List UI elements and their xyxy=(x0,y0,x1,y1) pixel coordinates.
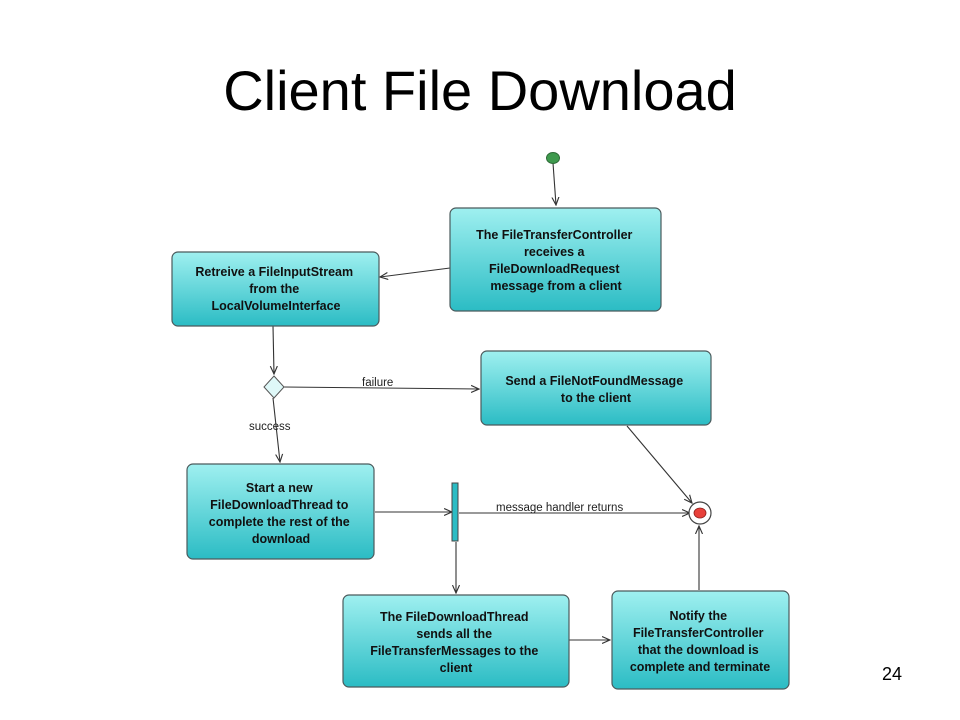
node-retrieve-stream: Retreive a FileInputStream from the Loca… xyxy=(171,251,380,327)
edges xyxy=(272,162,699,640)
svg-text:Send a FileNotFoundMessage: Send a FileNotFoundMessage to the client xyxy=(505,374,686,405)
label-handler-returns: message handler returns xyxy=(496,502,623,514)
edge-decision-failure xyxy=(283,387,479,389)
slide-title: Client File Download xyxy=(223,59,737,122)
node-thread-sends: The FileDownloadThread sends all the Fil… xyxy=(342,594,570,688)
label-failure: failure xyxy=(362,377,393,389)
edge-start-to-controller xyxy=(553,162,556,205)
node-controller-receives: The FileTransferController receives a Fi… xyxy=(449,207,662,312)
svg-text:The FileDownloadThread s: The FileDownloadThread sends all the Fil… xyxy=(370,610,542,675)
svg-text:Notify the FileTransferC: Notify the FileTransferController that t… xyxy=(630,609,770,674)
node-start-thread: Start a new FileDownloadThread to comple… xyxy=(186,463,375,560)
label-success: success xyxy=(249,421,291,433)
svg-text:Retreive a FileInputStream: Retreive a FileInputStream from the Loca… xyxy=(195,265,356,313)
edge-retrieve-to-decision xyxy=(273,325,274,374)
start-node xyxy=(546,152,560,164)
node-notify-controller: Notify the FileTransferController that t… xyxy=(611,590,790,690)
node-send-not-found: Send a FileNotFoundMessage to the client xyxy=(480,350,712,426)
svg-text:Start a new FileDownload: Start a new FileDownloadThread to comple… xyxy=(209,481,353,546)
decision-diamond xyxy=(263,375,285,399)
edge-decision-success xyxy=(272,397,280,462)
fork-bar xyxy=(451,482,459,542)
page-number: 24 xyxy=(881,664,902,684)
edge-controller-to-retrieve xyxy=(380,267,451,277)
edge-notfound-to-end xyxy=(626,425,692,503)
svg-text:The FileTransferController: The FileTransferController receives a Fi… xyxy=(476,228,636,293)
end-node xyxy=(688,501,712,525)
